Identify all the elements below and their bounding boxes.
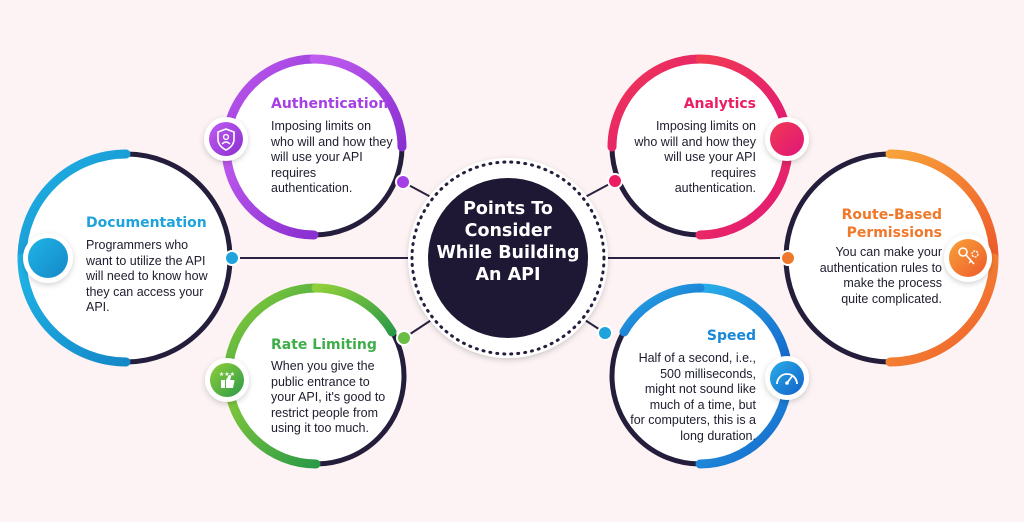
route-based-permissions-title: Route-Based Permissions bbox=[841, 207, 942, 241]
speedometer-icon bbox=[765, 356, 809, 400]
analytics-title: Analytics bbox=[683, 96, 756, 112]
center-hub bbox=[408, 158, 608, 358]
ring-rate-limiting bbox=[223, 283, 407, 469]
shield-icon bbox=[204, 117, 248, 161]
authentication-text: Imposing limits on who will and how they… bbox=[271, 119, 393, 195]
circle-icon bbox=[23, 233, 73, 283]
ring-analytics bbox=[607, 54, 793, 240]
route-based-permissions-text: You can make your authentication rules t… bbox=[819, 245, 942, 306]
ring-authentication bbox=[221, 54, 407, 240]
speed-title: Speed bbox=[706, 328, 756, 344]
thumbs-up-stars-icon: ★★★ bbox=[205, 358, 249, 402]
documentation-title: Documentation bbox=[86, 215, 207, 231]
key-gear-icon bbox=[944, 234, 992, 282]
authentication-title: Authentication bbox=[271, 96, 389, 112]
center-title: Points To Consider While Building An API bbox=[436, 199, 580, 285]
ring-route-based-permissions bbox=[783, 149, 999, 367]
analytics-text: Imposing limits on who will and how they… bbox=[634, 119, 756, 195]
svg-text:★★★: ★★★ bbox=[219, 371, 235, 378]
rate-limiting-text: When you give the public entrance to you… bbox=[271, 359, 386, 435]
connector-dots bbox=[224, 173, 796, 346]
documentation-text: Programmers who want to utilize the API … bbox=[86, 238, 208, 314]
rate-limiting-title: Rate Limiting bbox=[271, 337, 377, 353]
circle-icon-analytics bbox=[765, 117, 809, 161]
ring-documentation bbox=[17, 149, 233, 367]
speed-text: Half of a second, i.e., 500 milliseconds… bbox=[630, 351, 756, 443]
